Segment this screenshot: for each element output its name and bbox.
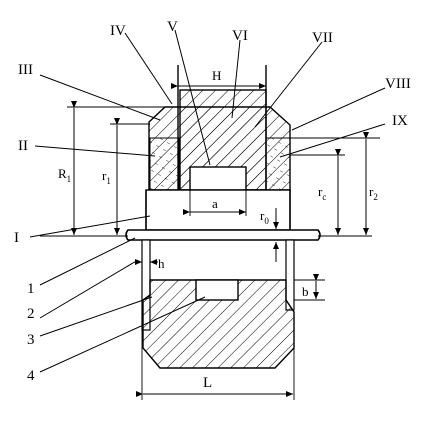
dim-r2: r2 <box>369 184 378 202</box>
dim-a: a <box>212 196 218 211</box>
dim-rc: rc <box>318 184 326 202</box>
label-3: 3 <box>27 332 35 348</box>
label-VI: VI <box>232 28 248 44</box>
label-VIII: VIII <box>385 76 411 92</box>
label-VII: VII <box>312 30 333 46</box>
dim-r0: r0 <box>260 208 269 226</box>
dim-r1: r1 <box>102 168 111 186</box>
label-2: 2 <box>27 306 35 322</box>
label-4: 4 <box>27 368 35 384</box>
lower-wall-right <box>285 239 295 311</box>
label-V: V <box>167 19 178 35</box>
dim-L: L <box>203 375 212 391</box>
side-region-right <box>265 137 291 191</box>
label-III: III <box>18 62 33 78</box>
shaft <box>125 229 321 241</box>
label-II: II <box>18 138 28 154</box>
label-IV: IV <box>110 23 126 39</box>
slot <box>189 166 247 191</box>
side-region-left <box>149 137 180 191</box>
dim-H: H <box>212 68 221 83</box>
dim-h: h <box>158 256 165 271</box>
dim-b: b <box>302 284 309 299</box>
outer-body-lower <box>142 279 295 369</box>
lower-slot <box>195 279 239 301</box>
label-I: I <box>14 230 19 246</box>
label-IX: IX <box>392 113 408 129</box>
label-1: 1 <box>27 281 35 297</box>
dim-R1: R1 <box>58 166 71 184</box>
